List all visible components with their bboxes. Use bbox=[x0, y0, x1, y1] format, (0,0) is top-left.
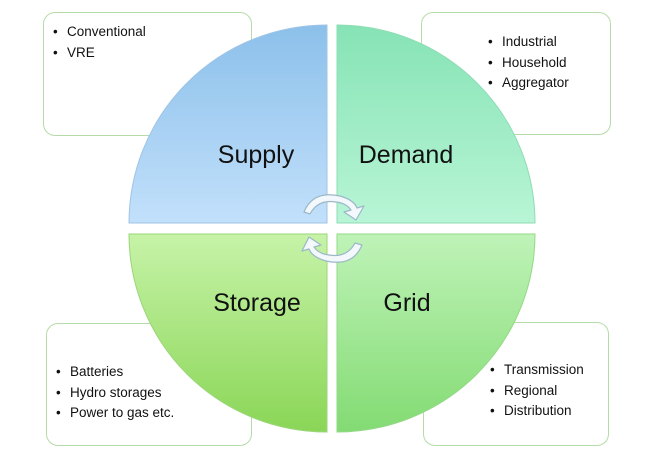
list-item: Industrial bbox=[488, 32, 569, 53]
grid-quadrant bbox=[336, 233, 536, 433]
demand-label: Demand bbox=[359, 141, 454, 169]
list-item: Distribution bbox=[490, 401, 584, 422]
list-item: Batteries bbox=[56, 362, 174, 383]
list-item: VRE bbox=[53, 43, 146, 64]
list-item: Aggregator bbox=[488, 73, 569, 94]
supply-label: Supply bbox=[218, 141, 295, 169]
list-item: Power to gas etc. bbox=[56, 403, 174, 424]
supply-quadrant bbox=[128, 24, 328, 224]
list-item: Household bbox=[488, 53, 569, 74]
list-item: Regional bbox=[490, 381, 584, 402]
list-item: Hydro storages bbox=[56, 383, 174, 404]
demand-item-list: Industrial Household Aggregator bbox=[488, 32, 569, 94]
supply-item-list: Conventional VRE bbox=[53, 22, 146, 63]
list-item: Transmission bbox=[490, 360, 584, 381]
storage-item-list: Batteries Hydro storages Power to gas et… bbox=[56, 362, 174, 424]
cycle-arrows-icon bbox=[301, 194, 365, 263]
storage-quadrant bbox=[128, 233, 328, 433]
storage-label: Storage bbox=[213, 289, 301, 317]
demand-quadrant bbox=[336, 24, 536, 224]
grid-label: Grid bbox=[383, 289, 430, 317]
list-item: Conventional bbox=[53, 22, 146, 43]
grid-item-list: Transmission Regional Distribution bbox=[490, 360, 584, 422]
